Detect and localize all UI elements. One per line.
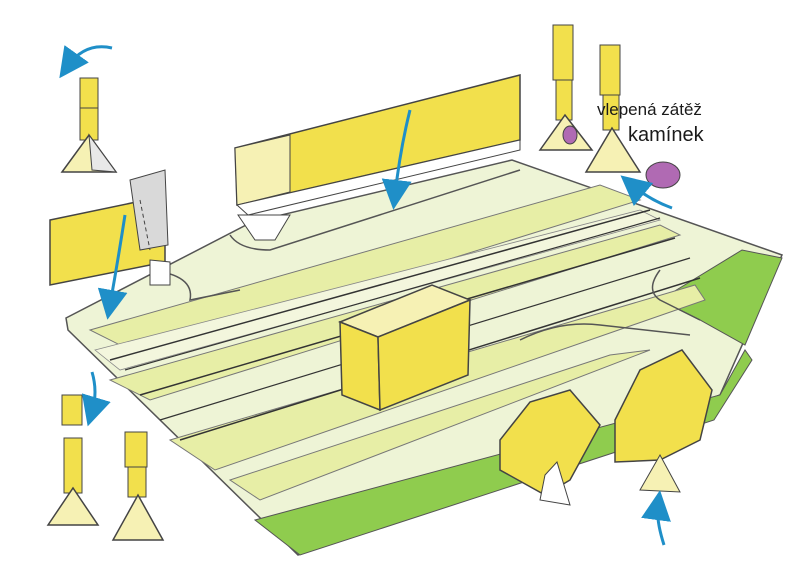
back-wall xyxy=(234,74,521,241)
stone xyxy=(645,161,681,189)
post-bottom-left-1 xyxy=(46,394,100,526)
label-stone: kamínek xyxy=(628,124,704,146)
post-top-left xyxy=(60,77,118,173)
arrow-icon xyxy=(641,490,671,546)
post-bottom-left-2 xyxy=(111,431,165,541)
arrow-icon xyxy=(59,45,113,79)
tree-left xyxy=(499,389,601,506)
building-block xyxy=(337,284,473,412)
arrows xyxy=(59,45,673,546)
arrow-icon xyxy=(381,109,412,210)
arrow-icon xyxy=(81,371,111,427)
left-wall xyxy=(49,169,171,286)
arrow-icon xyxy=(620,175,673,210)
tree-right xyxy=(614,349,713,493)
post-top-right-2 xyxy=(584,44,642,173)
stone-glued xyxy=(562,125,578,145)
label-glued-weight: vlepená zátěž xyxy=(597,100,702,119)
arrow-icon xyxy=(97,214,128,320)
